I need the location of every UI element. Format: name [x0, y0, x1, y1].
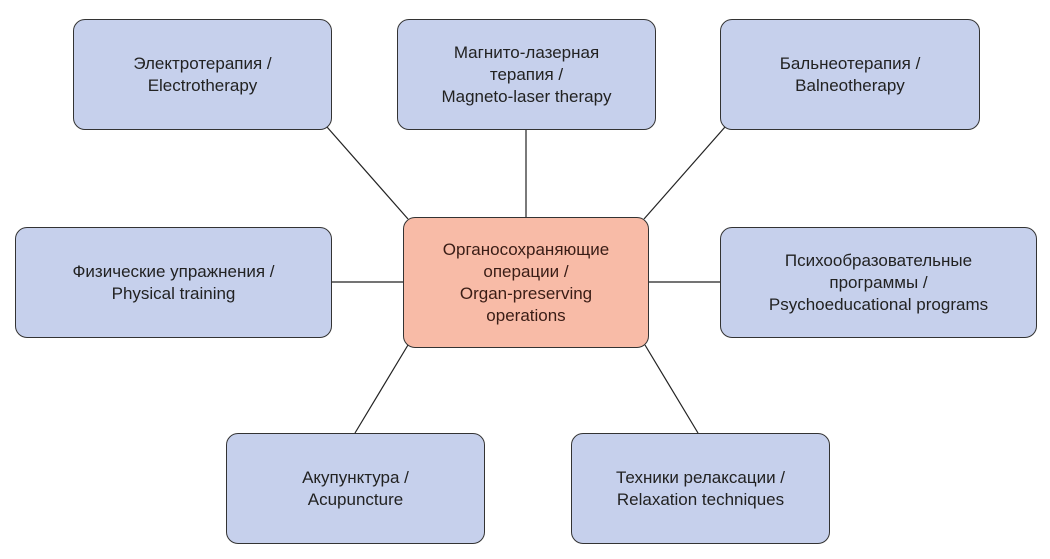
link-electrotherapy — [326, 126, 409, 220]
node-text: operations — [486, 305, 566, 325]
node-text: Электротерапия / — [133, 53, 272, 73]
node-text: Бальнеотерапия / — [779, 53, 921, 73]
link-relaxation — [644, 344, 699, 434]
node-text: Акупунктура / — [302, 467, 409, 487]
link-acupuncture — [354, 344, 409, 434]
node-text: Техники релаксации / — [615, 467, 786, 487]
node-text: Психообразовательные — [784, 250, 973, 270]
node-relaxation: Техники релаксации / Relaxation techniqu… — [571, 433, 830, 544]
node-acupuncture: Акупунктура / Acupuncture — [226, 433, 485, 544]
node-text: Balneotherapy — [795, 75, 905, 95]
link-balneotherapy — [643, 126, 726, 220]
node-physical-training: Физические упражнения / Physical trainin… — [15, 227, 332, 338]
node-text: Organ-preserving — [459, 283, 593, 303]
node-text: Органосохраняющие — [442, 239, 610, 259]
center-node-organ-preserving-operations: Органосохраняющие операции / Organ-prese… — [403, 217, 649, 348]
node-text: Electrotherapy — [147, 75, 258, 95]
node-text: Physical training — [111, 283, 236, 303]
node-text: Magneto-laser therapy — [441, 86, 612, 106]
node-text: Psychoeducational programs — [768, 294, 989, 314]
node-electrotherapy: Электротерапия / Electrotherapy — [73, 19, 332, 130]
node-text: Магнито-лазерная — [453, 42, 600, 62]
node-magneto-laser: Магнито-лазерная терапия / Magneto-laser… — [397, 19, 656, 130]
node-text: терапия / — [489, 64, 564, 84]
node-text: операции / — [483, 261, 569, 281]
node-text: программы / — [829, 272, 928, 292]
node-psychoeducational: Психообразовательные программы / Psychoe… — [720, 227, 1037, 338]
node-text: Acupuncture — [307, 489, 404, 509]
node-text: Relaxation techniques — [616, 489, 785, 509]
node-balneotherapy: Бальнеотерапия / Balneotherapy — [720, 19, 980, 130]
node-text: Физические упражнения / — [72, 261, 275, 281]
